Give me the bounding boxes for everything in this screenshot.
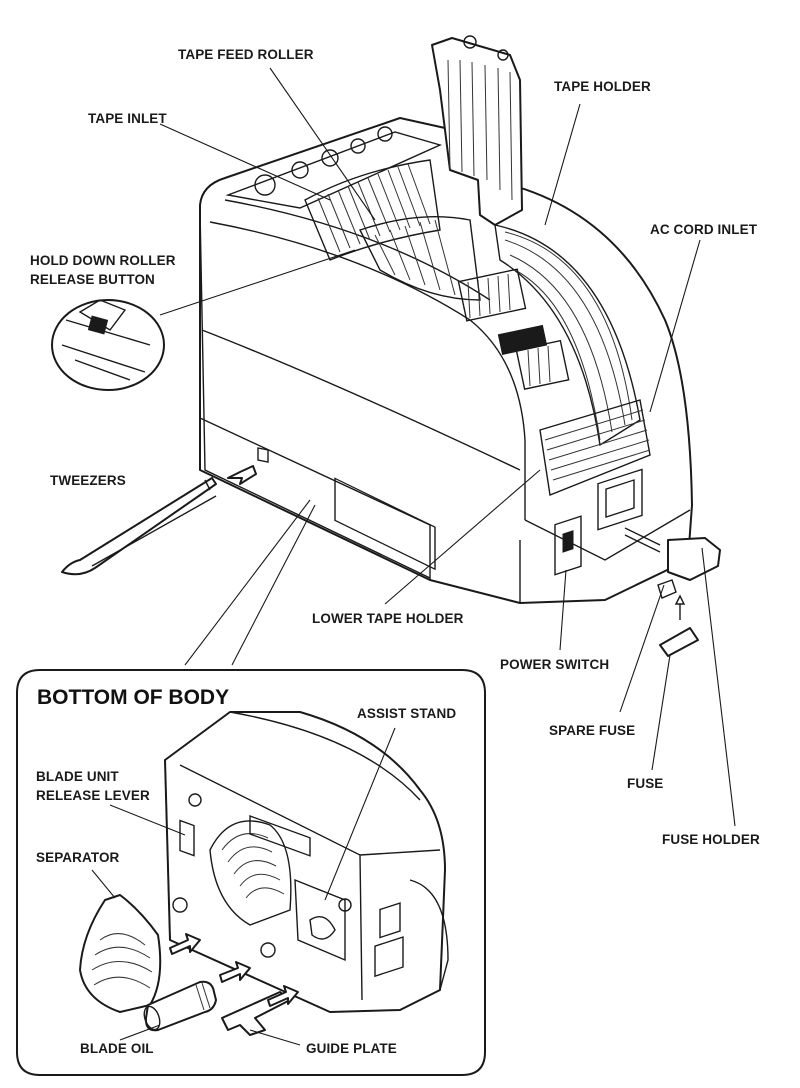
- label-fuse: FUSE: [627, 776, 664, 791]
- separator-part: [79, 894, 162, 1013]
- label-fuse-holder: FUSE HOLDER: [662, 832, 760, 847]
- label-tape-inlet: TAPE INLET: [88, 111, 167, 126]
- label-blade-unit-line2: RELEASE LEVER: [36, 788, 150, 803]
- inset-arrows: [169, 933, 299, 1007]
- label-guide-plate: GUIDE PLATE: [306, 1041, 397, 1056]
- label-tape-holder: TAPE HOLDER: [554, 79, 651, 94]
- blade-oil-part: [143, 980, 217, 1032]
- power-switch-and-inlet: [554, 468, 643, 576]
- hold-down-roller-detail: [51, 299, 165, 391]
- direction-arrows: [227, 465, 257, 485]
- label-tweezers: TWEEZERS: [50, 473, 126, 488]
- label-power-switch: POWER SWITCH: [500, 657, 610, 672]
- label-assist-stand: ASSIST STAND: [357, 706, 457, 721]
- fuse-assembly: [624, 527, 721, 657]
- label-separator: SEPARATOR: [36, 850, 120, 865]
- label-blade-unit-line1: BLADE UNIT: [36, 769, 119, 784]
- inset-leader-lines: [91, 727, 396, 1046]
- label-hold-down-roller-line2: RELEASE BUTTON: [30, 272, 155, 287]
- leader-lines: [159, 67, 736, 827]
- tweezers-drawing: [61, 477, 217, 576]
- tape-feed-rollers: [304, 159, 481, 301]
- label-hold-down-roller-line1: HOLD DOWN ROLLER: [30, 253, 176, 268]
- tape-holder-drum: [494, 224, 641, 447]
- label-blade-oil: BLADE OIL: [80, 1041, 154, 1056]
- inset-base-unit: [164, 711, 449, 1013]
- label-tape-feed-roller: TAPE FEED ROLLER: [178, 47, 314, 62]
- inset-title: BOTTOM OF BODY: [37, 686, 230, 709]
- label-ac-cord-inlet: AC CORD INLET: [650, 222, 758, 237]
- lower-rollers: [457, 268, 651, 496]
- label-spare-fuse: SPARE FUSE: [549, 723, 636, 738]
- label-lower-tape-holder: LOWER TAPE HOLDER: [312, 611, 464, 626]
- tape-dispenser-body: [199, 117, 693, 604]
